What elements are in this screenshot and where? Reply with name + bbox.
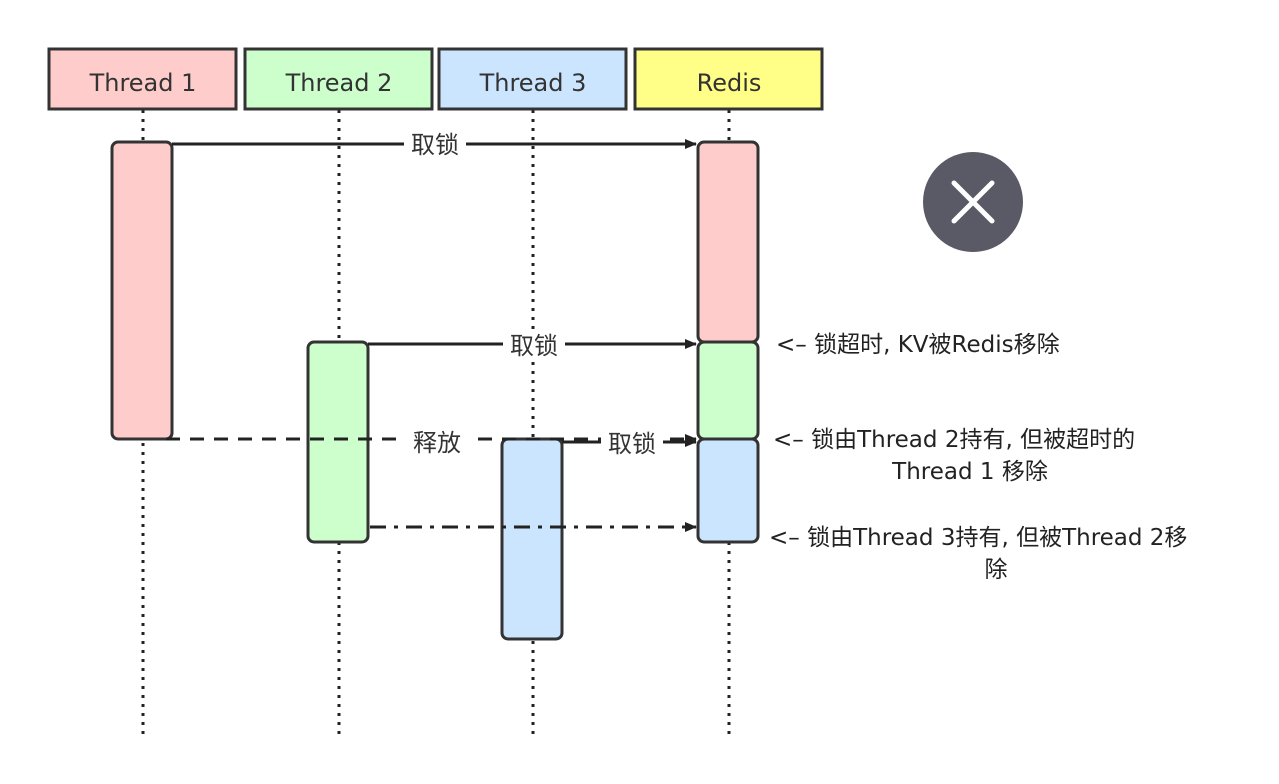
lifelines — [141, 110, 731, 735]
note-thread-1-removes: <– 锁由Thread 2持有, 但被超时的 Thread 1 移除 — [773, 427, 1135, 485]
participant-label: Redis — [697, 69, 762, 97]
message-label: 取锁 — [411, 131, 459, 159]
note-line: <– 锁由Thread 2持有, 但被超时的 — [773, 427, 1135, 453]
participant-label: Thread 1 — [89, 69, 197, 97]
message-thread-1-acquire: 取锁 — [172, 130, 697, 160]
participant-label: Thread 3 — [479, 69, 587, 97]
participant-thread-3: Thread 3 — [437, 47, 628, 111]
note-line: Thread 1 移除 — [891, 459, 1048, 485]
participant-box — [47, 47, 238, 111]
note-timeout: <– 锁超时, KV被Redis移除 — [776, 332, 1060, 358]
message-label: 取锁 — [608, 430, 656, 458]
note-line: 除 — [985, 557, 1008, 583]
note-line: <– 锁由Thread 3持有, 但被Thread 2移 — [769, 525, 1187, 551]
message-label: 取锁 — [510, 332, 558, 360]
message-thread-2-acquire: 取锁 — [368, 330, 697, 360]
participant-thread-1: Thread 1 — [47, 47, 238, 111]
note-line: <– 锁超时, KV被Redis移除 — [776, 332, 1060, 358]
note-thread-2-removes: <– 锁由Thread 3持有, 但被Thread 2移 除 — [769, 525, 1187, 583]
activation-thread-2 — [306, 340, 370, 544]
activation-thread-3 — [500, 437, 564, 641]
activations — [110, 140, 760, 641]
activation-redis-thread-3 — [696, 437, 760, 544]
activation-redis-thread-2 — [696, 340, 760, 441]
message-label: 释放 — [413, 429, 461, 457]
close-icon — [923, 152, 1023, 252]
participant-thread-2: Thread 2 — [243, 47, 434, 111]
participant-label: Thread 2 — [285, 69, 393, 97]
participant-redis: Redis — [633, 47, 824, 111]
participant-box — [437, 47, 628, 111]
participant-box — [243, 47, 434, 111]
activation-thread-1 — [110, 140, 174, 441]
participant-box — [633, 47, 824, 111]
message-thread-3-acquire: 取锁 — [562, 428, 697, 458]
activation-redis-thread-1 — [696, 140, 760, 344]
